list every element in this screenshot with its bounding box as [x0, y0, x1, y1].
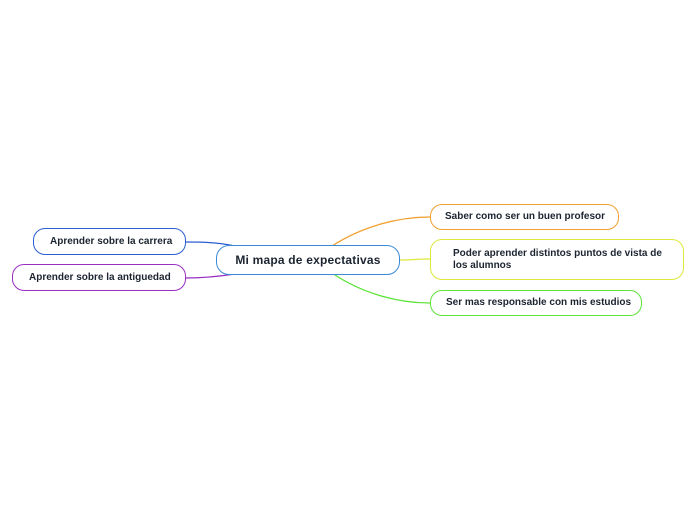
connector-ser-mas-responsable: [331, 272, 431, 304]
topic-node-aprender-sobre-la-antiguedad[interactable]: Aprender sobre la antiguedad: [12, 264, 186, 291]
topic-node-ser-mas-responsable[interactable]: Ser mas responsable con mis estudios: [430, 290, 642, 316]
topic-label: Aprender sobre la antiguedad: [29, 271, 171, 283]
connector-saber-como-ser-un-buen-profesor: [331, 216, 431, 247]
topic-label: Poder aprender distintos puntos de vista…: [453, 247, 662, 271]
topic-label: Ser mas responsable con mis estudios: [446, 297, 632, 308]
topic-label: Aprender sobre la carrera: [50, 235, 173, 247]
topic-label: Saber como ser un buen profesor: [445, 211, 606, 222]
central-topic-label: Mi mapa de expectativas: [235, 253, 381, 267]
connector-poder-aprender-distintos-puntos: [399, 258, 431, 261]
topic-node-poder-aprender-distintos-puntos[interactable]: Poder aprender distintos puntos de vista…: [430, 239, 684, 280]
central-topic-node[interactable]: Mi mapa de expectativas: [216, 245, 400, 275]
topic-node-aprender-sobre-la-carrera[interactable]: Aprender sobre la carrera: [33, 228, 186, 255]
topic-node-saber-como-ser-un-buen-profesor[interactable]: Saber como ser un buen profesor: [430, 204, 619, 230]
